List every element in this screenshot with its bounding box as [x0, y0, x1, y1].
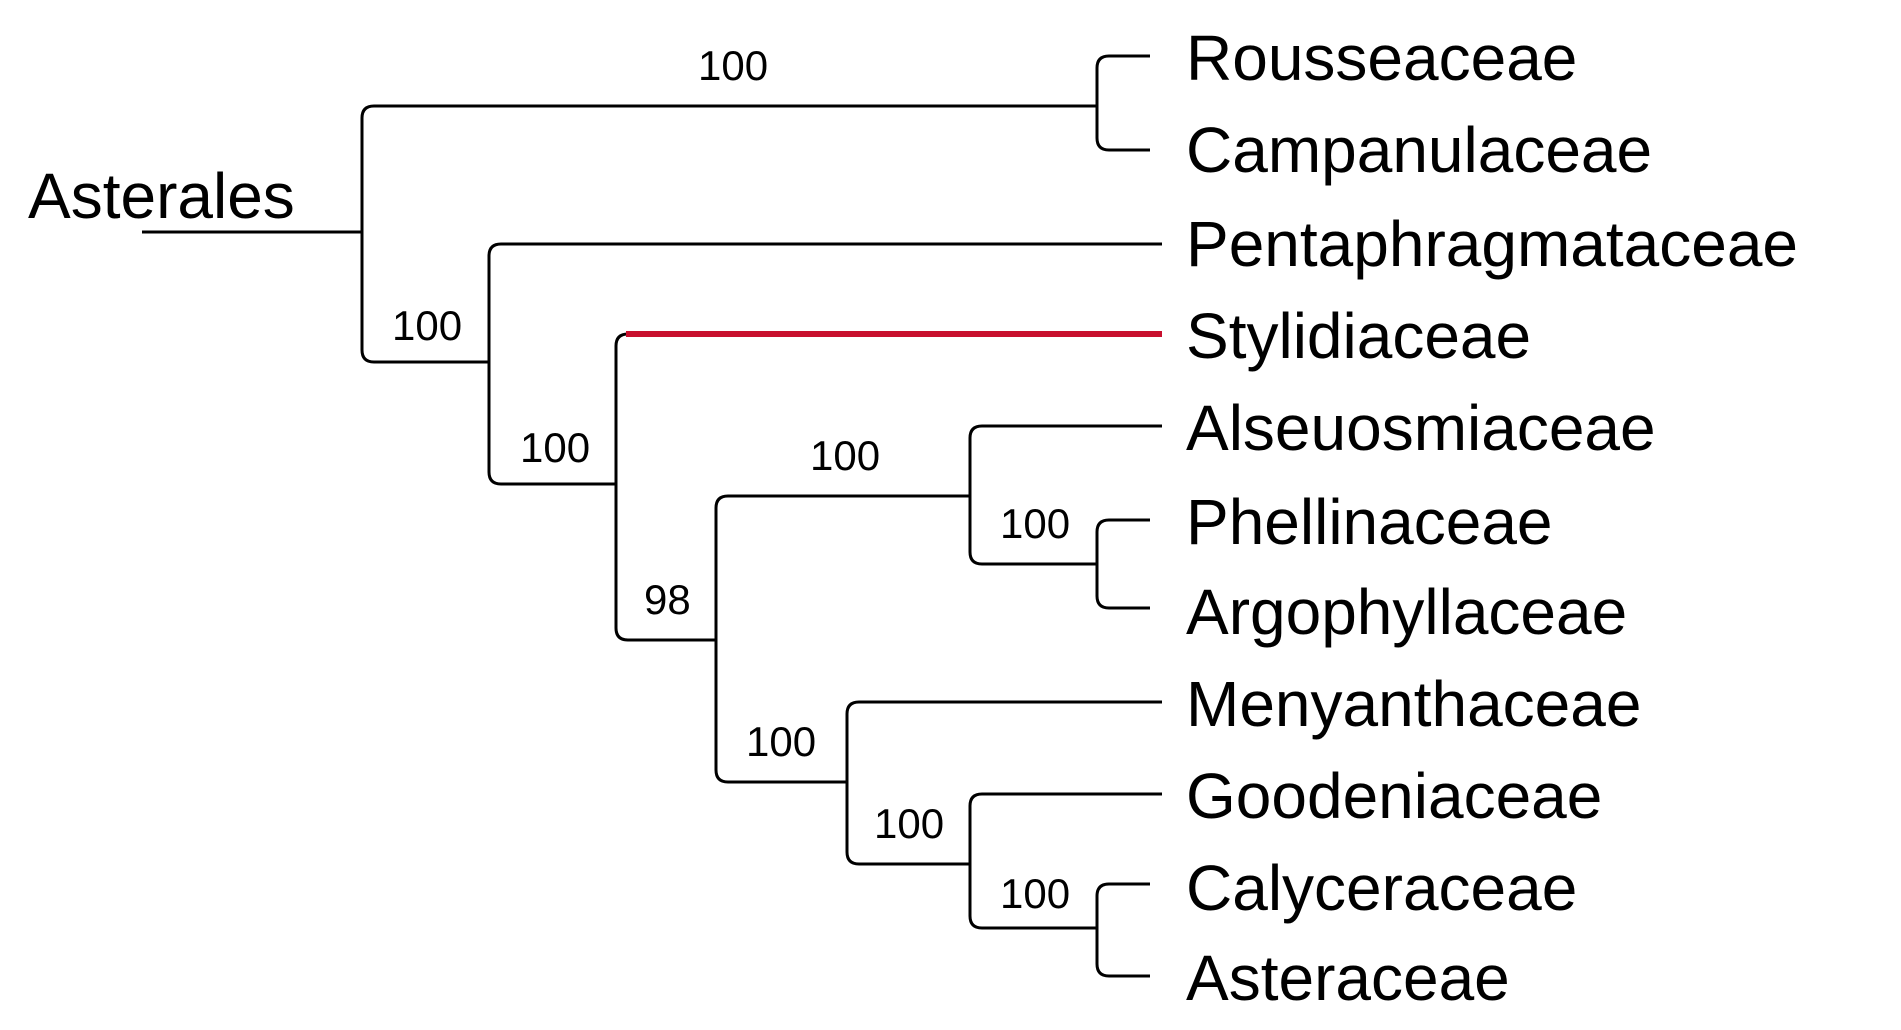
node-gca — [968, 792, 1162, 930]
taxon-label: Rousseaceae — [1186, 22, 1577, 94]
node-asc-mgca — [714, 494, 970, 784]
support-calyceraceae-asteraceae: 100 — [1000, 870, 1070, 917]
node-stylidiaceae-clade — [614, 332, 716, 642]
support-mgca: 100 — [746, 718, 816, 765]
support-core-asterales: 100 — [392, 302, 462, 349]
node-rousseaceae-campanulaceae — [1095, 54, 1150, 152]
taxon-label: Phellinaceae — [1186, 486, 1553, 558]
taxon-label: Argophyllaceae — [1186, 576, 1627, 648]
support-asc-mgca: 98 — [644, 576, 691, 623]
node-calyceraceae-asteraceae — [1095, 882, 1150, 978]
support-stylidiaceae-clade: 100 — [520, 424, 590, 471]
taxon-label: Goodeniaceae — [1186, 760, 1602, 832]
support-phellinaceae-argophyllaceae: 100 — [1000, 500, 1070, 547]
taxon-label: Alseuosmiaceae — [1186, 392, 1656, 464]
clade-label: Asterales — [28, 160, 295, 232]
node-core-asterales — [487, 242, 1162, 486]
support-alseuosmiaceae-clade: 100 — [810, 432, 880, 479]
taxon-label: Campanulaceae — [1186, 114, 1652, 186]
node-mgca — [845, 700, 1162, 866]
taxon-label: Calyceraceae — [1186, 852, 1577, 924]
taxon-label: Asteraceae — [1186, 942, 1510, 1014]
node-alseuosmiaceae-clade — [968, 424, 1162, 566]
root-node — [360, 104, 1097, 364]
support-gca: 100 — [874, 800, 944, 847]
support-rousseaceae-campanulaceae: 100 — [698, 42, 768, 89]
taxon-label: Pentaphragmataceae — [1186, 208, 1798, 280]
taxon-label: Menyanthaceae — [1186, 668, 1641, 740]
taxon-label-highlighted: Stylidiaceae — [1186, 300, 1531, 372]
node-phellinaceae-argophyllaceae — [1095, 518, 1150, 610]
